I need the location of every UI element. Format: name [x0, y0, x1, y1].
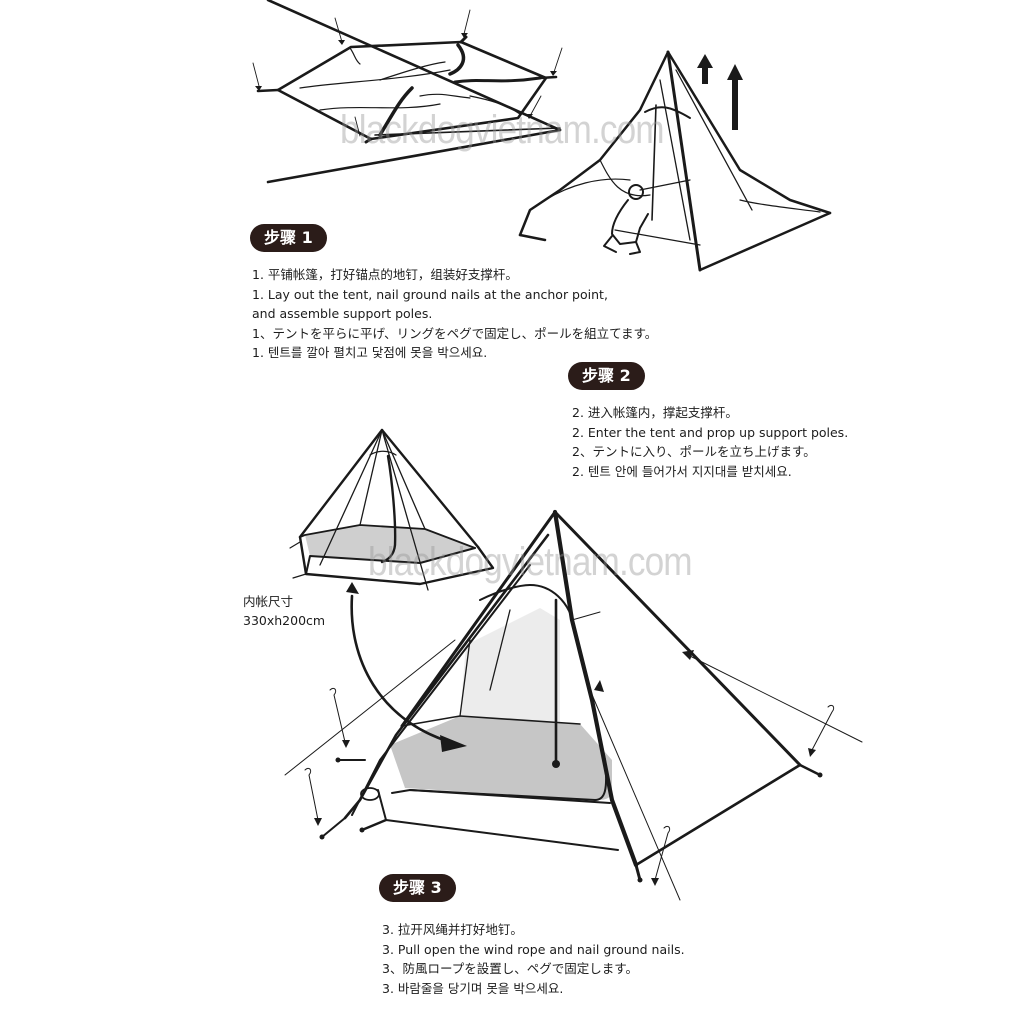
step-1-line-ko: 1. 텐트를 깔아 펼치고 닻점에 못을 박으세요.	[252, 345, 488, 360]
step-1-line-ja: 1、テントを平らに平げ、リングをペグで固定し、ポールを組立てます。	[252, 325, 658, 341]
step-2-badge: 步骤 2	[568, 362, 645, 390]
step-3-instructions: 3. 拉开风绳并打好地钉。 3. Pull open the wind rope…	[382, 920, 685, 998]
step-1-line-zh: 1. 平铺帐篷，打好锚点的地钉，组装好支撑杆。	[252, 267, 518, 282]
step-3-line-ko: 3. 바람줄을 당기며 못을 박으세요.	[382, 980, 564, 996]
step-1-line-en-2: and assemble support poles.	[252, 306, 433, 321]
inner-tent-dimensions: 330xh200cm	[243, 613, 326, 628]
step-1-instructions: 1. 平铺帐篷，打好锚点的地钉，组装好支撑杆。 1. Lay out the t…	[252, 265, 657, 363]
step-2-line-en: 2. Enter the tent and prop up support po…	[572, 424, 849, 440]
step-3-line-ja: 3、防風ロープを設置し、ペグで固定します。	[382, 961, 638, 976]
step-3-badge: 步骤 3	[379, 874, 456, 902]
step-1-line-en-1: 1. Lay out the tent, nail ground nails a…	[252, 286, 608, 302]
watermark-top: blackdogvietnam.com	[340, 108, 665, 152]
step-2-line-ko: 2. 텐트 안에 들어가서 지지대를 받치세요.	[572, 463, 792, 479]
step-2-line-zh: 2. 进入帐篷内，撑起支撑杆。	[572, 405, 738, 420]
inner-tent-label: 内帐尺寸	[243, 594, 294, 609]
inner-tent-size-label: 内帐尺寸 330xh200cm	[243, 592, 325, 630]
watermark-middle: blackdogvietnam.com	[368, 540, 693, 584]
step-2-line-ja: 2、テントに入り、ポールを立ち上げます。	[572, 444, 816, 459]
step-2-instructions: 2. 进入帐篷内，撑起支撑杆。 2. Enter the tent and pr…	[572, 403, 848, 481]
step-3-line-en: 3. Pull open the wind rope and nail grou…	[382, 941, 685, 957]
step-3-line-zh: 3. 拉开风绳并打好地钉。	[382, 922, 523, 937]
step-1-badge: 步骤 1	[250, 224, 327, 252]
